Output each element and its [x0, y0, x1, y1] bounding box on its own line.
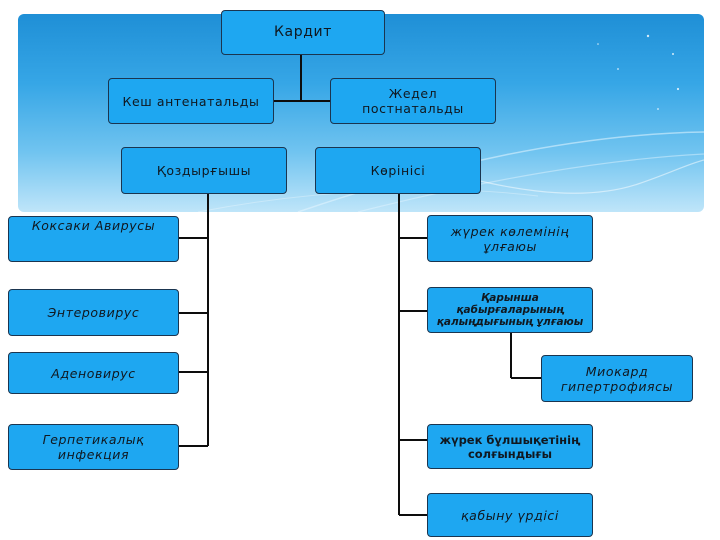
node-prenatal-early: Кеш антенатальды: [108, 78, 274, 124]
node-heart-volume: жүрек көлемінің ұлғаюы: [427, 215, 593, 262]
node-causes-label: Қоздырғышы: [156, 163, 252, 178]
node-manifestations: Көрінісі: [315, 147, 481, 194]
node-myocardial-hypertrophy: Миокард гипертрофиясы: [541, 355, 693, 402]
node-coxsackie: Коксаки Авирусы: [8, 216, 179, 262]
node-root-label: Кардит: [274, 24, 332, 40]
node-inflammation-label: қабыну үрдісі: [461, 507, 559, 523]
node-adenovirus: Аденовирус: [8, 352, 179, 394]
node-herpes-label: Герпетикалық инфекция: [42, 432, 145, 462]
node-enterovirus: Энтеровирус: [8, 289, 179, 336]
node-prenatal-label: Кеш антенатальды: [122, 93, 260, 109]
node-manifestations-label: Көрінісі: [370, 163, 426, 178]
node-heart-volume-label: жүрек көлемінің ұлғаюы: [450, 223, 570, 254]
node-myocardial-hypertrophy-label: Миокард гипертрофиясы: [560, 363, 674, 394]
node-ventricle-walls: Қарынша қабырғаларының қалыңдығының ұлға…: [427, 287, 593, 333]
node-postnatal-acute: Жедел постнатальды: [330, 78, 496, 124]
node-causes: Қоздырғышы: [121, 147, 287, 194]
node-heart-murmur: жүрек бұлшықетінің солғындығы: [427, 424, 593, 469]
node-postnatal-label: Жедел постнатальды: [362, 86, 464, 116]
node-enterovirus-label: Энтеровирус: [47, 305, 140, 320]
node-herpes: Герпетикалық инфекция: [8, 424, 179, 470]
node-heart-murmur-label: жүрек бұлшықетінің солғындығы: [439, 432, 581, 461]
node-ventricle-walls-label: Қарынша қабырғаларының қалыңдығының ұлға…: [436, 292, 584, 328]
node-adenovirus-label: Аденовирус: [51, 365, 136, 381]
node-inflammation: қабыну үрдісі: [427, 493, 593, 537]
node-coxsackie-label: Коксаки Авирусы: [31, 218, 156, 233]
node-root-carditis: Кардит: [221, 10, 385, 55]
